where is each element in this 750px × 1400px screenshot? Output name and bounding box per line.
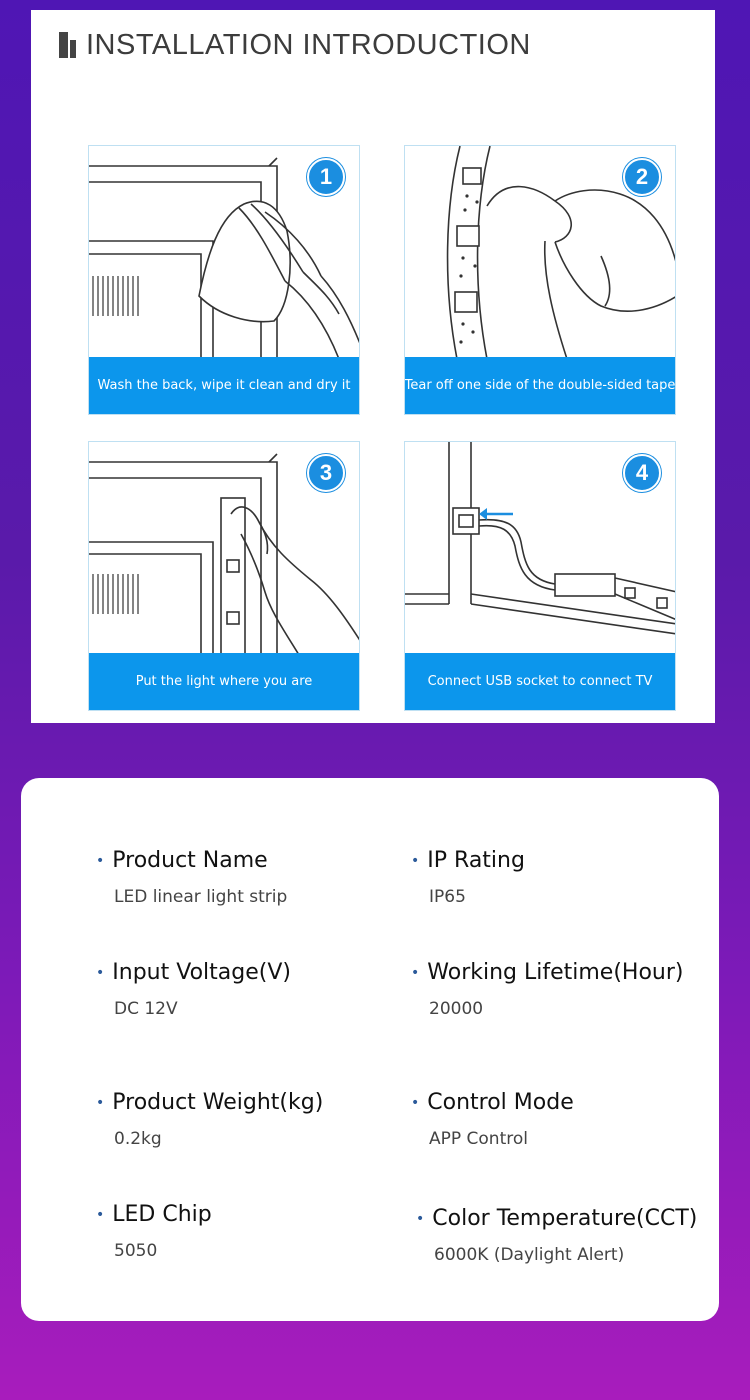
installation-panel: INSTALLATION INTRODUCTION — [31, 10, 715, 723]
spec-label: Product Weight(kg) — [112, 1090, 324, 1115]
step-number-badge: 4 — [623, 454, 661, 492]
bullet-icon: • — [96, 852, 105, 869]
spec-label: Control Mode — [427, 1090, 574, 1115]
spec-value: 6000K (Daylight Alert) — [434, 1245, 625, 1265]
step-caption: Wash the back, wipe it clean and dry it — [89, 357, 359, 414]
spec-label: LED Chip — [112, 1202, 212, 1227]
bullet-icon: • — [411, 852, 420, 869]
spec-value: 5050 — [114, 1241, 158, 1261]
spec-value: APP Control — [429, 1129, 528, 1149]
spec-value: IP65 — [429, 887, 466, 907]
spec-color-temperature: • Color Temperature(CCT) 6000K (Daylight … — [416, 1206, 697, 1265]
step-number-badge: 3 — [307, 454, 345, 492]
heading-bar-icon — [59, 32, 76, 58]
usb-connect-icon — [405, 442, 675, 635]
bullet-icon: • — [96, 964, 105, 981]
peel-tape-icon — [446, 146, 675, 359]
step-1-card: 1 Wash the back, wipe it clean and dry i… — [88, 145, 360, 415]
step-3-card: 3 Put the light where you are — [88, 441, 360, 711]
step-2-card: 2 Tear off one side of the double-sided … — [404, 145, 676, 415]
wipe-hand-icon — [89, 157, 359, 359]
step-caption: Tear off one side of the double-sided ta… — [405, 357, 675, 414]
spec-label: Working Lifetime(Hour) — [427, 960, 684, 985]
step-caption: Connect USB socket to connect TV — [405, 653, 675, 710]
step-4-card: 4 Connect USB socket to connect TV — [404, 441, 676, 711]
step-caption: Put the light where you are — [89, 653, 359, 710]
spec-product-weight: • Product Weight(kg) 0.2kg — [96, 1090, 323, 1149]
spec-value: LED linear light strip — [114, 887, 288, 907]
spec-label: Product Name — [112, 848, 268, 873]
spec-value: DC 12V — [114, 999, 178, 1019]
page-title: INSTALLATION INTRODUCTION — [86, 28, 531, 61]
spec-value: 20000 — [429, 999, 484, 1019]
bullet-icon: • — [411, 964, 420, 981]
spec-card: • Product Name LED linear light strip • IP… — [21, 778, 719, 1321]
bullet-icon: • — [411, 1094, 420, 1111]
bullet-icon: • — [96, 1094, 105, 1111]
spec-control-mode: • Control Mode APP Control — [411, 1090, 574, 1149]
press-strip-icon — [89, 453, 359, 655]
spec-label: Input Voltage(V) — [112, 960, 291, 985]
step-number-badge: 2 — [623, 158, 661, 196]
spec-label: Color Temperature(CCT) — [432, 1206, 698, 1231]
spec-led-chip: • LED Chip 5050 — [96, 1202, 212, 1261]
spec-product-name: • Product Name LED linear light strip — [96, 848, 287, 907]
spec-ip-rating: • IP Rating IP65 — [411, 848, 525, 907]
spec-label: IP Rating — [427, 848, 525, 873]
step-number-badge: 1 — [307, 158, 345, 196]
spec-input-voltage: • Input Voltage(V) DC 12V — [96, 960, 291, 1019]
spec-working-lifetime: • Working Lifetime(Hour) 20000 — [411, 960, 684, 1019]
bullet-icon: • — [96, 1206, 105, 1223]
installation-heading: INSTALLATION INTRODUCTION — [59, 28, 531, 62]
spec-value: 0.2kg — [114, 1129, 162, 1149]
bullet-icon: • — [416, 1210, 425, 1227]
